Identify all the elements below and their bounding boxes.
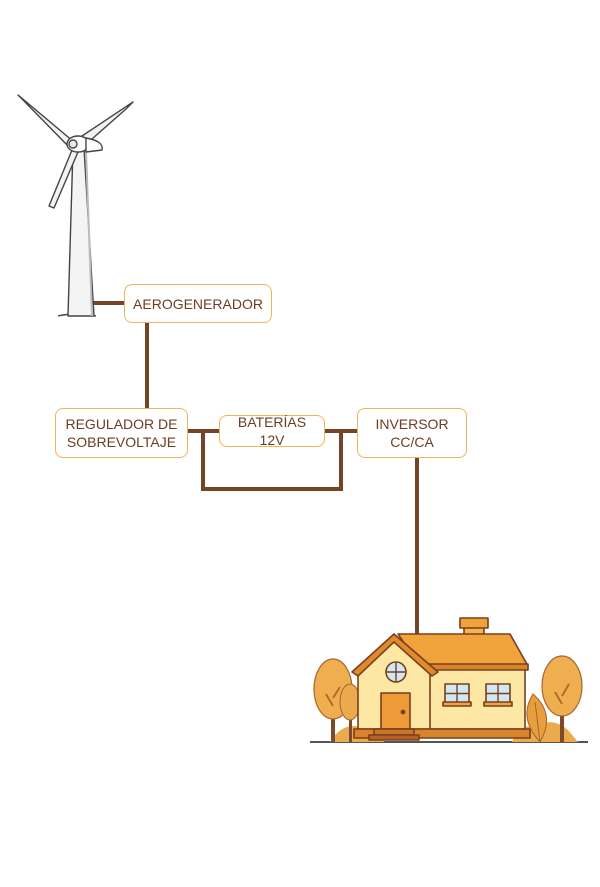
tree-icon — [526, 655, 583, 743]
wind-turbine-icon — [17, 94, 134, 317]
connection-wires — [90, 301, 419, 634]
house-icon — [351, 617, 531, 741]
wire-bypass-loop — [201, 429, 343, 491]
node-regulador-sobrevoltaje: REGULADOR DE SOBREVOLTAJE — [55, 408, 188, 458]
tree-icon — [313, 658, 361, 742]
node-aerogenerador: AEROGENERADOR — [124, 284, 272, 323]
node-inversor: INVERSOR CC/CA — [357, 408, 467, 458]
node-baterias: BATERÍAS 12V — [219, 414, 325, 448]
